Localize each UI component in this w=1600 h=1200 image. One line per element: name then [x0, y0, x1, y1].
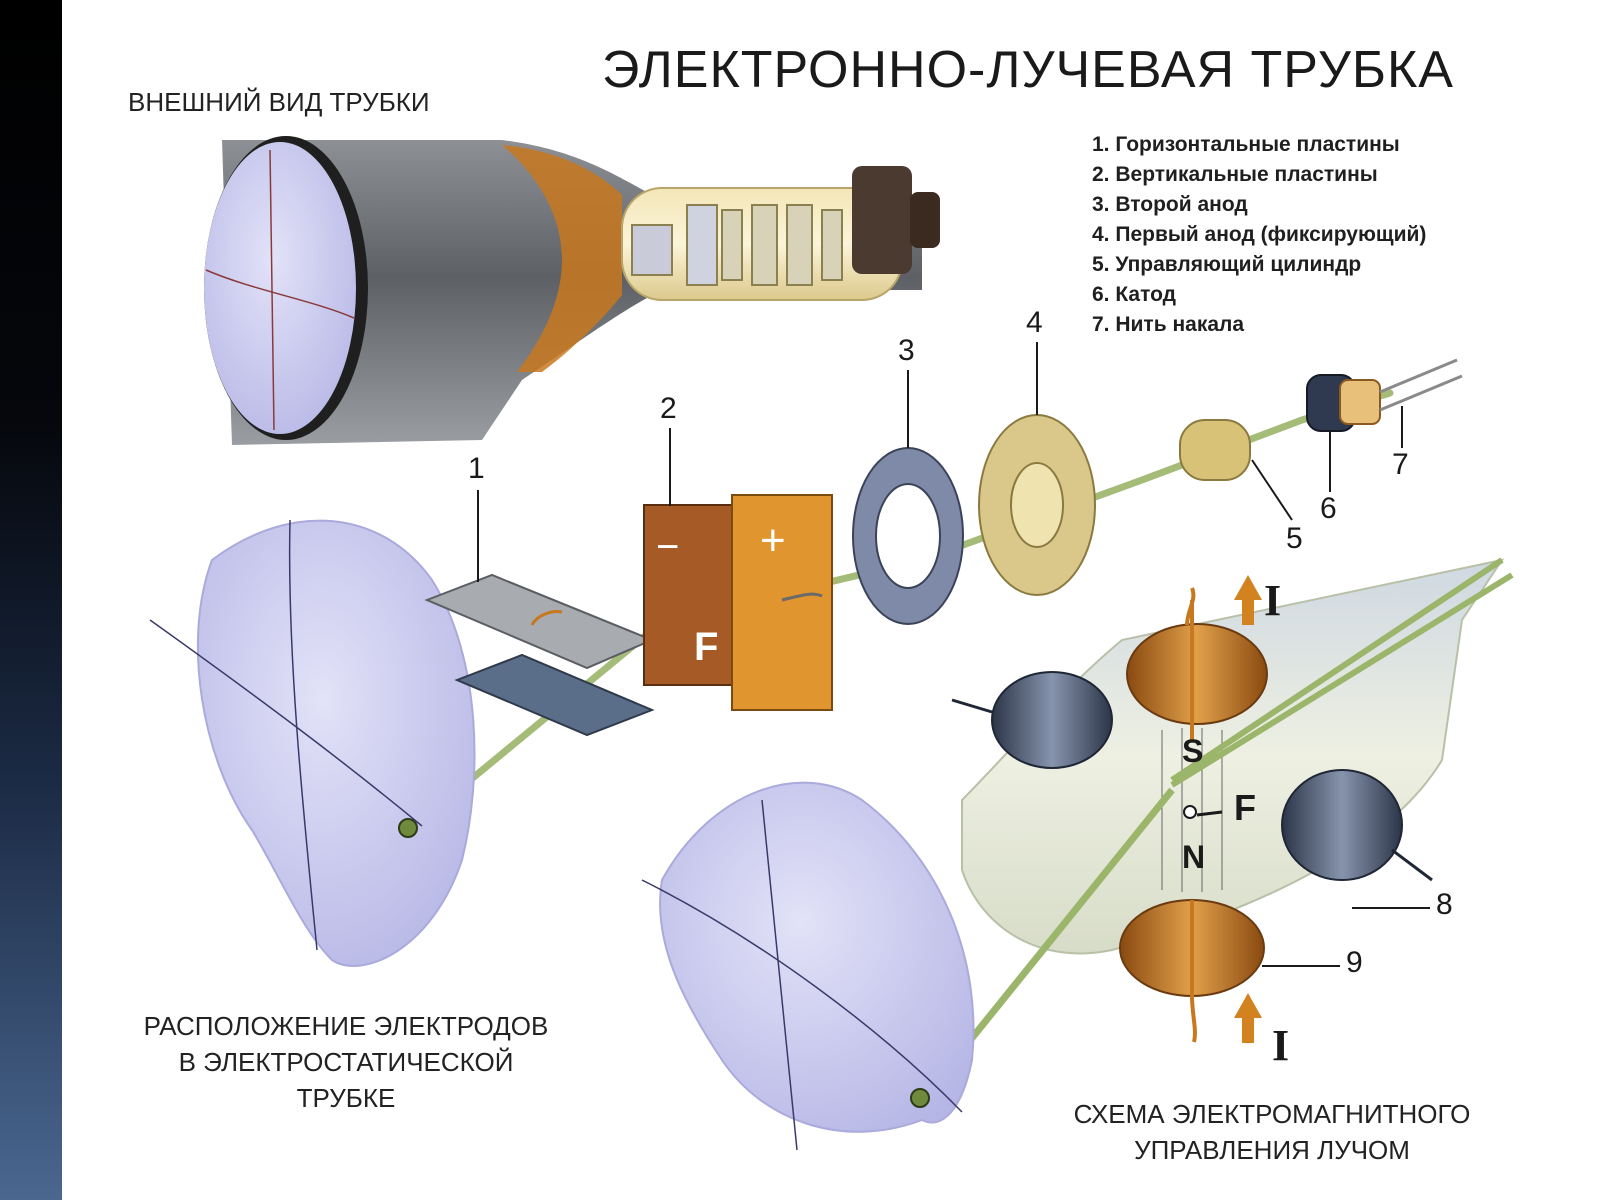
magnet-force-label: F — [1234, 787, 1256, 828]
legend-item: 2. Вертикальные пластины — [1092, 163, 1378, 186]
current-label-top: I — [1264, 576, 1281, 625]
magnet-south-label: S — [1182, 733, 1203, 769]
magnetic-caption-line2: УПРАВЛЕНИЯ ЛУЧОМ — [1134, 1135, 1410, 1165]
current-label-bottom: I — [1272, 1021, 1289, 1070]
filament — [1339, 379, 1381, 425]
plate-positive — [731, 494, 833, 711]
page-title: ЭЛЕКТРОННО-ЛУЧЕВАЯ ТРУБКА — [602, 41, 1454, 99]
beam-spot-right — [910, 1088, 930, 1108]
magnetic-deflection-illustration — [919, 557, 1514, 1103]
first-anode-disc — [978, 414, 1096, 596]
electrostatic-caption: РАСПОЛОЖЕНИЕ ЭЛЕКТРОДОВ В ЭЛЕКТРОСТАТИЧЕ… — [106, 1008, 586, 1116]
magnetic-screen — [641, 781, 975, 1151]
electrostatic-caption-line1: РАСПОЛОЖЕНИЕ ЭЛЕКТРОДОВ — [143, 1011, 549, 1041]
steel-coil-left — [951, 671, 1113, 769]
cathode-filament — [1306, 358, 1463, 432]
magnetic-caption: СХЕМА ЭЛЕКТРОМАГНИТНОГО УПРАВЛЕНИЯ ЛУЧОМ — [1012, 1096, 1532, 1168]
callout-1: 1 — [468, 452, 485, 485]
legend-item: 7. Нить накала — [1092, 313, 1245, 336]
symbol-labels: − + F S N F I I — [656, 516, 1289, 1070]
callout-4: 4 — [1026, 306, 1043, 339]
current-arrow-top-icon — [1234, 575, 1262, 625]
legend-item: 5. Управляющий цилиндр — [1092, 253, 1362, 276]
screen-crosshair-vertical — [269, 149, 275, 431]
diagram-canvas: − + F S N F I I ЭЛЕКТРОННО-ЛУЧЕВАЯ ТРУБК… — [62, 0, 1600, 1200]
legend-item: 4. Первый анод (фиксирующий) — [1092, 223, 1427, 246]
steel-coil-right — [1281, 769, 1433, 882]
legend-item: 6. Катод — [1092, 283, 1176, 306]
callout-9: 9 — [1346, 946, 1363, 979]
callout-8: 8 — [1436, 888, 1453, 921]
diagram-svg: − + F S N F I I — [149, 136, 1514, 1151]
plate-plus-symbol: + — [760, 516, 786, 565]
tube-screen — [204, 142, 356, 434]
callout-3: 3 — [898, 334, 915, 367]
callout-2: 2 — [660, 392, 677, 425]
magnet-north-label: N — [1182, 839, 1205, 875]
legend-item: 3. Второй анод — [1092, 193, 1248, 216]
external-view-heading: ВНЕШНИЙ ВИД ТРУБКИ — [128, 87, 430, 117]
tube-inner-electrodes — [631, 204, 843, 286]
legend-item: 1. Горизонтальные пластины — [1092, 133, 1400, 156]
tube-base-socket — [852, 166, 912, 274]
magnetic-caption-line1: СХЕМА ЭЛЕКТРОМАГНИТНОГО — [1073, 1099, 1471, 1129]
callout-leaders — [477, 342, 1430, 967]
beam-spot-left — [398, 818, 418, 838]
screen-crosshair-horizontal — [205, 269, 355, 319]
tube-base-pins — [910, 192, 940, 248]
plate-minus-symbol: − — [656, 525, 679, 569]
callout-6: 6 — [1320, 492, 1337, 525]
electrostatic-screen — [149, 519, 476, 967]
callout-7: 7 — [1392, 448, 1409, 481]
control-cylinder — [1179, 419, 1251, 481]
electrostatic-caption-line3: ТРУБКЕ — [296, 1083, 396, 1113]
plate-negative — [643, 504, 743, 686]
side-gradient-strip — [0, 0, 62, 1200]
second-anode-ring — [852, 447, 964, 625]
callout-5: 5 — [1286, 522, 1303, 555]
electrostatic-caption-line2: В ЭЛЕКТРОСТАТИЧЕСКОЙ — [178, 1047, 514, 1077]
plate-force-symbol: F — [694, 625, 718, 669]
external-tube-illustration — [204, 136, 940, 445]
force-arrow-icon — [1196, 810, 1223, 817]
vertical-plates — [643, 494, 833, 711]
current-arrow-bottom-icon — [1234, 993, 1262, 1043]
legend-list: 1. Горизонтальные пластины 2. Вертикальн… — [1092, 130, 1426, 340]
beam-magnetic — [1170, 557, 1514, 788]
tube-copper-band — [502, 145, 622, 372]
beam-electron-dot — [1183, 805, 1197, 819]
